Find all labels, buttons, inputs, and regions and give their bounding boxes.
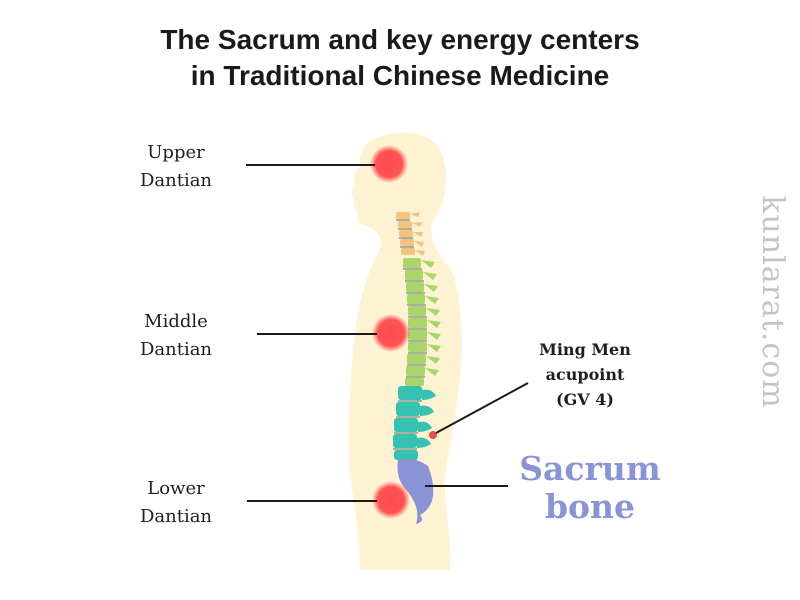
lower-dantian-label: Lower Dantian <box>128 475 224 531</box>
ming-men-label-line-1: Ming Men <box>539 340 631 359</box>
sacrum-label-line-1: Sacrum <box>519 449 661 488</box>
middle-dantian-label-line-2: Dantian <box>139 339 213 360</box>
cervical-discs <box>396 219 414 248</box>
sacrum-bone <box>397 458 434 524</box>
thoracic-spine <box>403 258 441 386</box>
body-silhouette <box>349 132 462 570</box>
upper-dantian-point <box>370 145 408 183</box>
ming-men-label: Ming Men acupoint (GV 4) <box>510 337 660 412</box>
diagram-title: The Sacrum and key energy centers in Tra… <box>0 22 800 94</box>
title-line-1: The Sacrum and key energy centers <box>160 24 640 55</box>
sacrum-label: Sacrum bone <box>505 450 675 526</box>
lower-dantian-label-line-1: Lower <box>147 478 205 499</box>
leader-lines <box>246 164 529 502</box>
watermark: kunlarat.com <box>755 195 790 409</box>
thoracic-discs <box>403 268 427 378</box>
ming-men-leader <box>435 382 529 434</box>
lumbar-discs <box>393 400 422 450</box>
upper-dantian-label-line-1: Upper <box>147 142 205 163</box>
middle-dantian-point <box>372 314 410 352</box>
lumbar-spine <box>393 386 436 460</box>
ming-men-label-line-2: acupoint <box>545 365 625 384</box>
upper-dantian-label-line-2: Dantian <box>139 170 213 191</box>
middle-dantian-label-line-1: Middle <box>144 311 208 332</box>
title-line-2: in Traditional Chinese Medicine <box>190 60 610 91</box>
lower-dantian-point <box>372 481 410 519</box>
upper-dantian-label: Upper Dantian <box>128 139 224 195</box>
sacrum-label-line-2: bone <box>544 487 636 526</box>
ming-men-point <box>429 431 437 439</box>
lower-dantian-label-line-2: Dantian <box>139 506 213 527</box>
cervical-spine <box>396 212 425 256</box>
ming-men-label-line-3: (GV 4) <box>556 390 614 409</box>
middle-dantian-label: Middle Dantian <box>128 308 224 364</box>
